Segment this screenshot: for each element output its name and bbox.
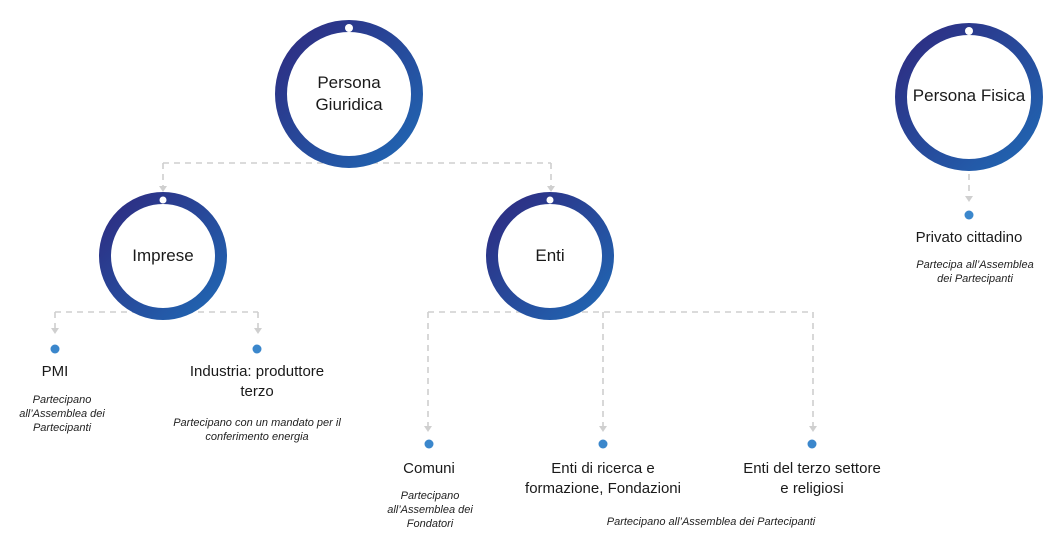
leaf-comuni: Comuni [403, 460, 455, 477]
leaf-privato-cittadino: Privato cittadino [915, 229, 1023, 246]
node-label: Persona [317, 73, 381, 92]
node-label: Giuridica [315, 95, 383, 114]
node-persona-fisica: Persona Fisica [912, 86, 1026, 105]
leaf-pmi: PMI [41, 363, 69, 380]
arrowheads [51, 186, 973, 432]
node-enti: Enti [535, 246, 565, 265]
node-imprese: Imprese [132, 246, 194, 265]
bullet-dots [50, 210, 974, 449]
note-enti: Partecipano all’Assemblea dei Partecipan… [606, 516, 816, 528]
